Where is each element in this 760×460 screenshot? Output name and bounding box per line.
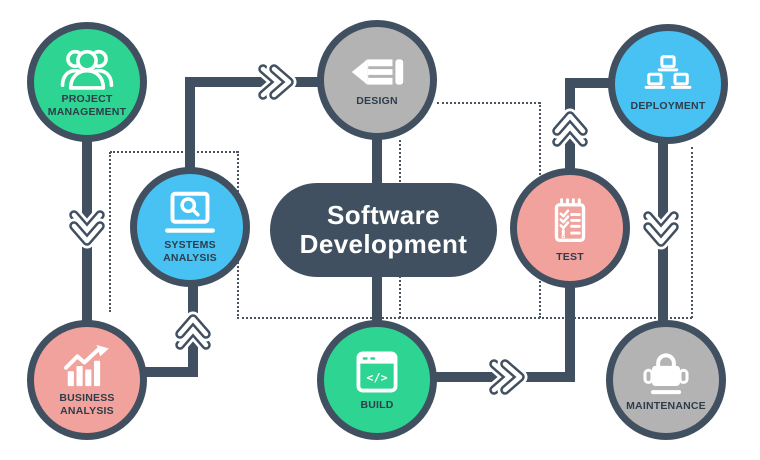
code-glyph: </> <box>366 370 387 384</box>
dotted-line <box>237 317 692 319</box>
center-title-pill: Software Development <box>270 183 497 277</box>
node-label: PROJECT MANAGEMENT <box>47 92 127 118</box>
connector-design-to-center <box>372 136 382 188</box>
connector-build-to-test-v <box>565 283 575 382</box>
connector-systems-to-design-v <box>185 77 195 172</box>
dotted-line <box>691 147 693 318</box>
code-window-icon: </> <box>356 351 398 393</box>
connector-systems-to-design-h <box>185 77 320 87</box>
checklist-icon <box>554 198 586 243</box>
people-group-icon <box>60 49 114 90</box>
arrow-up-icon <box>172 311 214 353</box>
arrow-down-icon <box>640 208 682 250</box>
node-label: BUILD <box>360 399 394 412</box>
growth-chart-icon <box>64 344 109 387</box>
arrow-right-icon <box>486 356 528 398</box>
diagram-title: Software Development <box>299 199 468 259</box>
arrow-right-icon <box>255 61 297 103</box>
node-label: DEPLOYMENT <box>630 100 706 113</box>
node-maintenance: MAINTENANCE <box>606 320 726 440</box>
node-business-analysis: BUSINESS ANALYSIS <box>27 320 147 440</box>
node-build: </> BUILD <box>317 320 437 440</box>
connector-business-to-systems-h <box>145 367 193 377</box>
node-design: DESIGN <box>317 20 437 140</box>
node-label: BUSINESS ANALYSIS <box>59 391 115 417</box>
node-label: DESIGN <box>356 95 398 108</box>
arrow-down-icon <box>66 207 108 249</box>
node-test: TEST <box>510 168 630 288</box>
node-systems-analysis: SYSTEMS ANALYSIS <box>130 167 250 287</box>
node-label: SYSTEMS ANALYSIS <box>163 238 217 264</box>
pencil-icon <box>351 59 404 85</box>
dotted-line <box>110 151 238 153</box>
node-label: MAINTENANCE <box>626 400 706 413</box>
arrow-up-icon <box>549 108 591 150</box>
connector-center-to-build <box>372 272 382 324</box>
toolbox-icon <box>643 353 689 395</box>
connector-test-to-deployment-h <box>565 78 613 88</box>
node-deployment: DEPLOYMENT <box>608 24 728 144</box>
network-computers-icon <box>644 55 692 90</box>
node-project-management: PROJECT MANAGEMENT <box>27 22 147 142</box>
dotted-line <box>109 152 111 312</box>
node-label: TEST <box>556 251 584 264</box>
dotted-line <box>437 102 540 104</box>
laptop-search-icon <box>165 191 215 233</box>
